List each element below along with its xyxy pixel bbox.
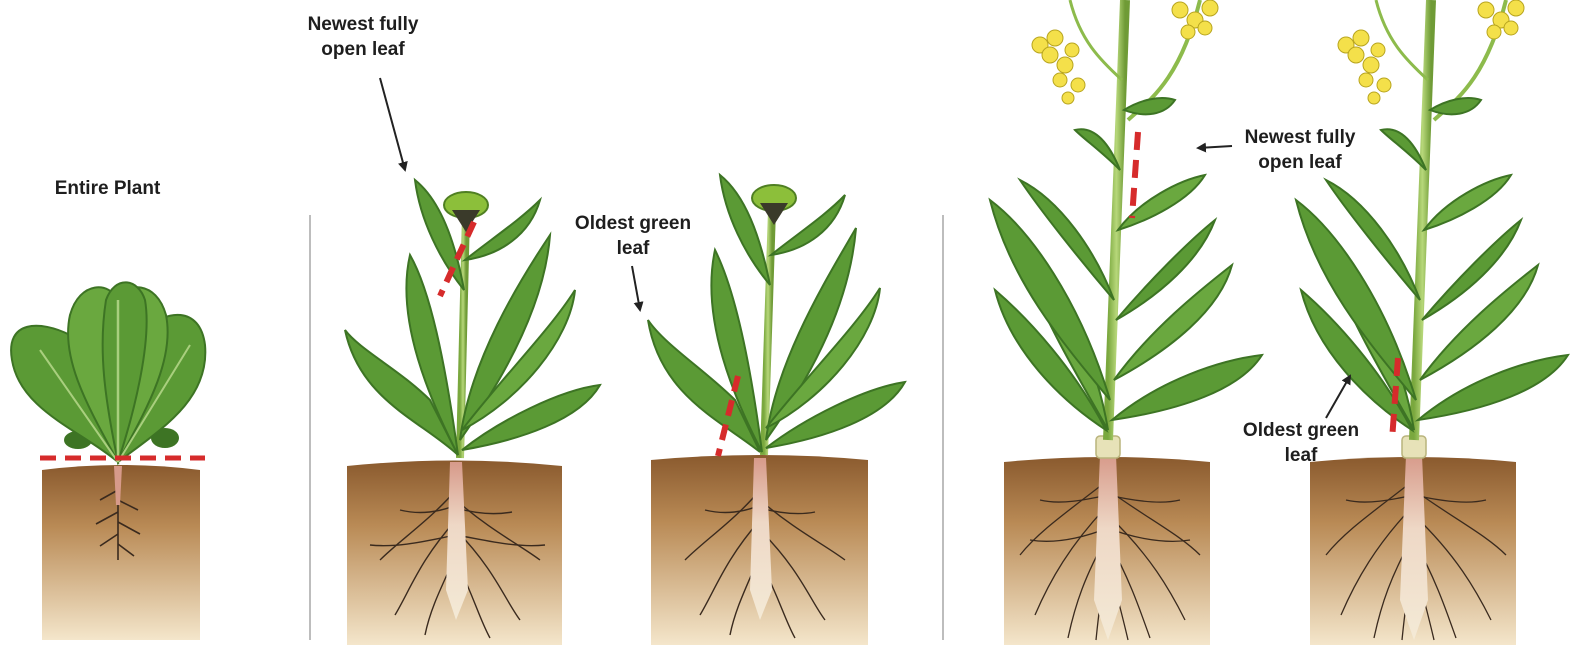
seedling-plant [11, 282, 205, 640]
arrow-oldest-leaf-stage3 [1326, 376, 1350, 418]
label-line-1: Newest fully [1220, 125, 1380, 150]
label-entire-plant-text: Entire Plant [20, 176, 195, 201]
flowering-plant-1 [990, 0, 1262, 645]
flowering-leaves [990, 0, 1262, 440]
flowering-leaves [1296, 0, 1568, 440]
arrow-newest-leaf-stage2 [380, 78, 405, 170]
label-line-2: open leaf [283, 37, 443, 62]
label-entire-plant: Entire Plant [20, 176, 195, 201]
flowering-plant-2 [1296, 0, 1568, 645]
label-newest-leaf-stage3: Newest fully open leaf [1220, 125, 1380, 175]
label-line-2: open leaf [1220, 150, 1380, 175]
label-line-1: Oldest green [1221, 418, 1381, 443]
arrow-oldest-leaf-stage2 [632, 266, 640, 310]
label-line-1: Newest fully [283, 12, 443, 37]
label-line-1: Oldest green [553, 211, 713, 236]
soil-block [42, 465, 200, 640]
seedling-leaves [11, 282, 205, 462]
cut-line-newest [1132, 132, 1138, 218]
label-line-2: leaf [553, 236, 713, 261]
label-newest-leaf-stage2: Newest fully open leaf [283, 12, 443, 62]
label-oldest-leaf-stage3: Oldest green leaf [1221, 418, 1381, 468]
label-line-2: leaf [1221, 443, 1381, 468]
label-oldest-leaf-stage2: Oldest green leaf [553, 211, 713, 261]
